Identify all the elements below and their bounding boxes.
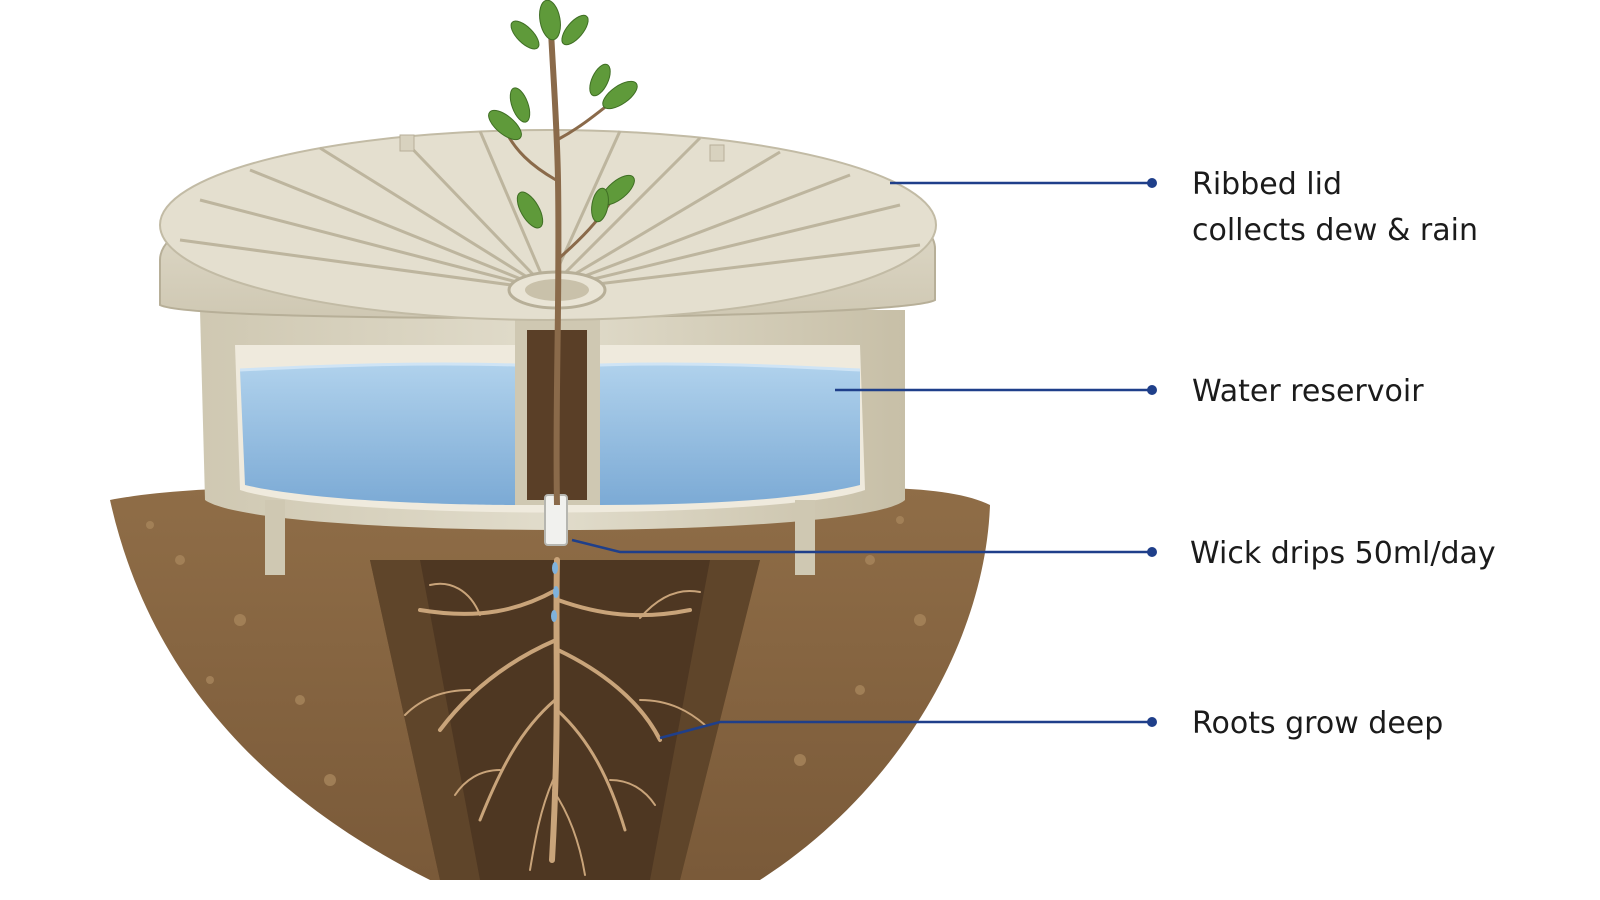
ribbed-lid <box>160 130 936 320</box>
soil-mound <box>110 488 990 880</box>
leader-dot-reservoir <box>1147 385 1157 395</box>
label-lid-line2: collects dew & rain <box>1192 213 1478 248</box>
leader-dot-wick <box>1147 547 1157 557</box>
label-lid-line1: Ribbed lid <box>1192 167 1342 202</box>
label-reservoir: Water reservoir <box>1192 374 1424 409</box>
label-roots: Roots grow deep <box>1192 706 1443 741</box>
label-wick: Wick drips 50ml/day <box>1190 536 1496 571</box>
leader-dot-lid <box>1147 178 1157 188</box>
leader-dot-roots <box>1147 717 1157 727</box>
